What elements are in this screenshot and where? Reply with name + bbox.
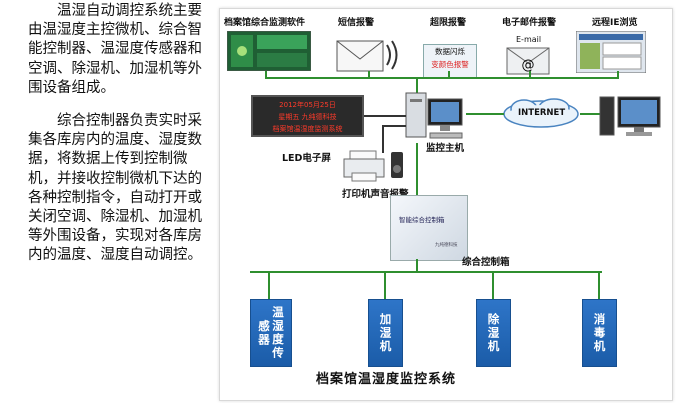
- internet-cloud-icon: INTERNET: [502, 97, 580, 129]
- humidifier: 加湿机: [368, 299, 403, 367]
- host-label: 监控主机: [426, 143, 465, 154]
- temperature-humidity-sensor: 温湿度传感器: [250, 299, 292, 367]
- sms-label: 短信报警: [338, 18, 375, 28]
- intro-text: 温湿自动调控系统主要由温湿度主控微机、综合智能控制器、温湿度传感器和空调、除湿机…: [28, 2, 206, 280]
- alarm-line-1: 数据闪烁: [435, 47, 465, 56]
- led-line-1: 2012年05月25日: [279, 101, 336, 109]
- top-network-bus: [265, 77, 619, 79]
- printer-icon: [342, 149, 386, 183]
- monitoring-host-icon: [404, 89, 466, 143]
- diagram-title: 档案馆温湿度监控系统: [316, 372, 457, 387]
- sms-envelope-icon: [336, 35, 400, 75]
- remote-ie-label: 远程IE浏览: [592, 18, 638, 28]
- cabinet-to-bus-line: [416, 259, 418, 273]
- dehumidifier: 除湿机: [476, 299, 511, 367]
- software-label: 档案馆综合监测软件: [224, 18, 306, 28]
- disinfector: 消毒机: [582, 299, 617, 367]
- svg-text:@: @: [522, 58, 535, 73]
- system-diagram: 档案馆综合监测软件 短信报警 超限报警 电子邮件报警 远程IE浏览 数据闪烁 变…: [219, 8, 673, 401]
- over-limit-label: 超限报警: [430, 18, 467, 28]
- over-limit-alarm-panel: 数据闪烁 变颜色报警: [423, 44, 477, 78]
- bus-drop-2: [368, 71, 370, 79]
- intro-paragraph-1: 温湿自动调控系统主要由温湿度主控微机、综合智能控制器、温湿度传感器和空调、除湿机…: [28, 3, 202, 96]
- internet-to-remote-line: [580, 113, 600, 115]
- bus-drop-humidifier: [384, 271, 386, 299]
- bus-drop-1: [265, 71, 267, 79]
- led-line-2: 星期五 九纯德科技: [278, 113, 337, 121]
- bus-drop-4: [529, 71, 531, 79]
- bus-to-host: [416, 77, 418, 99]
- bottom-device-bus: [250, 271, 602, 273]
- printer-to-host-wire-h: [382, 125, 406, 127]
- led-line-3: 档案馆温湿度监测系统: [272, 125, 343, 133]
- bus-drop-3: [448, 71, 450, 79]
- printer-to-host-wire: [382, 125, 384, 153]
- led-label: LED电子屏: [282, 153, 331, 164]
- speaker-icon: [390, 151, 404, 179]
- host-to-internet-line: [466, 113, 504, 115]
- remote-pc-icon: [598, 93, 664, 139]
- cabinet-maker: 九纯德科技: [435, 243, 458, 248]
- led-screen: 2012年05月25日 星期五 九纯德科技 档案馆温湿度监测系统: [251, 95, 364, 137]
- control-cabinet: 智能综合控制箱 九纯德科技: [390, 195, 468, 261]
- bus-drop-dehumidifier: [492, 271, 494, 299]
- cabinet-text: 智能综合控制箱: [399, 216, 445, 224]
- alarm-line-2: 变颜色报警: [431, 60, 469, 69]
- internet-label: INTERNET: [518, 108, 566, 118]
- bus-drop-disinfector: [598, 271, 600, 299]
- remote-browser-screen-icon: [575, 30, 647, 74]
- email-alarm-label: 电子邮件报警: [502, 18, 557, 28]
- printer-label: 打印机声音报警: [342, 189, 409, 200]
- software-screen-icon: [226, 30, 312, 72]
- cabinet-label: 综合控制箱: [462, 257, 510, 268]
- intro-paragraph-2: 综合控制器负责实时采集各库房内的温度、湿度数据，将数据上传到控制微机，并接收控制…: [28, 113, 202, 264]
- led-to-host-wire: [364, 115, 406, 117]
- host-to-cabinet-line: [416, 143, 418, 195]
- bus-drop-sensor: [268, 271, 270, 299]
- bus-drop-5: [617, 71, 619, 79]
- email-at-icon: @: [506, 47, 550, 75]
- email-text: E-mail: [516, 35, 542, 44]
